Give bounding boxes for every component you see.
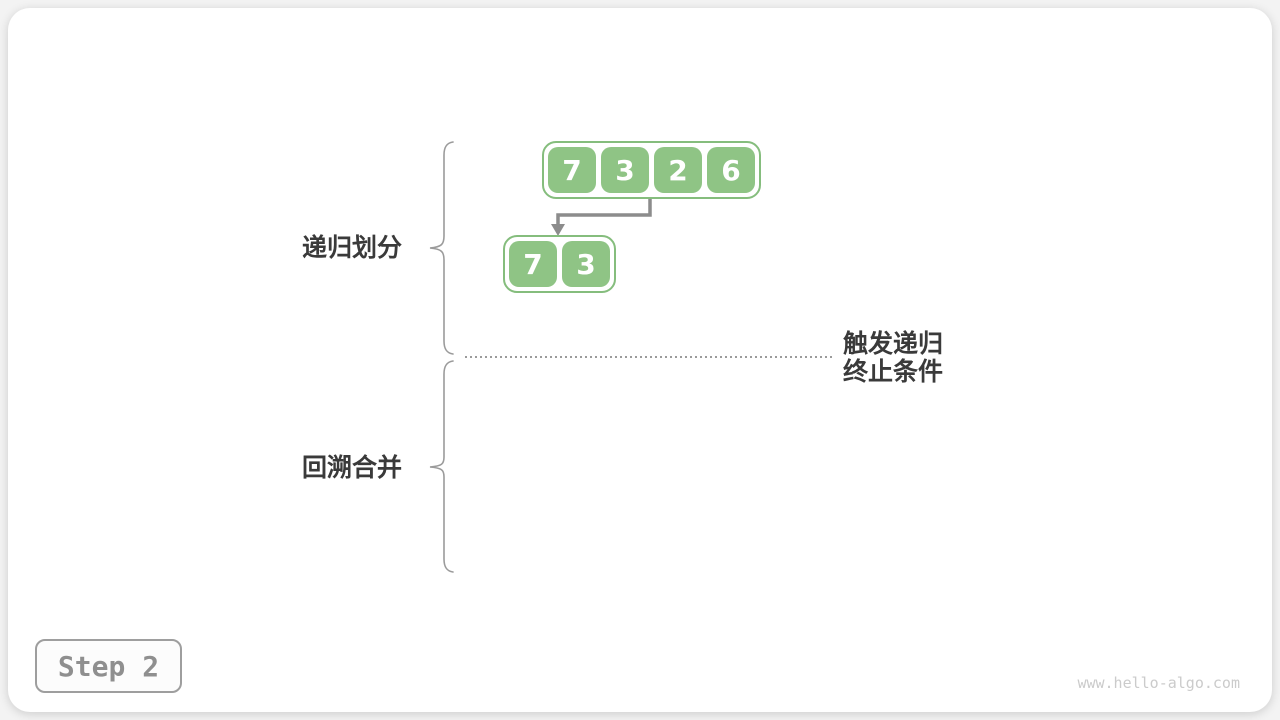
array-cell: 3 — [601, 147, 649, 193]
array-cell: 7 — [509, 241, 557, 287]
array-cell: 3 — [562, 241, 610, 287]
array-cell: 2 — [654, 147, 702, 193]
step-badge: Step 2 — [35, 639, 182, 693]
array-top: 7 3 2 6 — [542, 141, 761, 199]
watermark: www.hello-algo.com — [1077, 674, 1240, 692]
array-cell: 7 — [548, 147, 596, 193]
array-sub: 7 3 — [503, 235, 616, 293]
array-cell: 6 — [707, 147, 755, 193]
annotation-line-1: 触发递归 — [843, 330, 944, 358]
termination-annotation: 触发递归 终止条件 — [843, 330, 943, 386]
termination-divider — [465, 356, 832, 358]
diagram-card — [8, 8, 1272, 712]
phase-label-merge: 回溯合并 — [301, 454, 402, 482]
phase-label-divide: 递归划分 — [301, 234, 402, 262]
annotation-line-2: 终止条件 — [843, 358, 944, 386]
